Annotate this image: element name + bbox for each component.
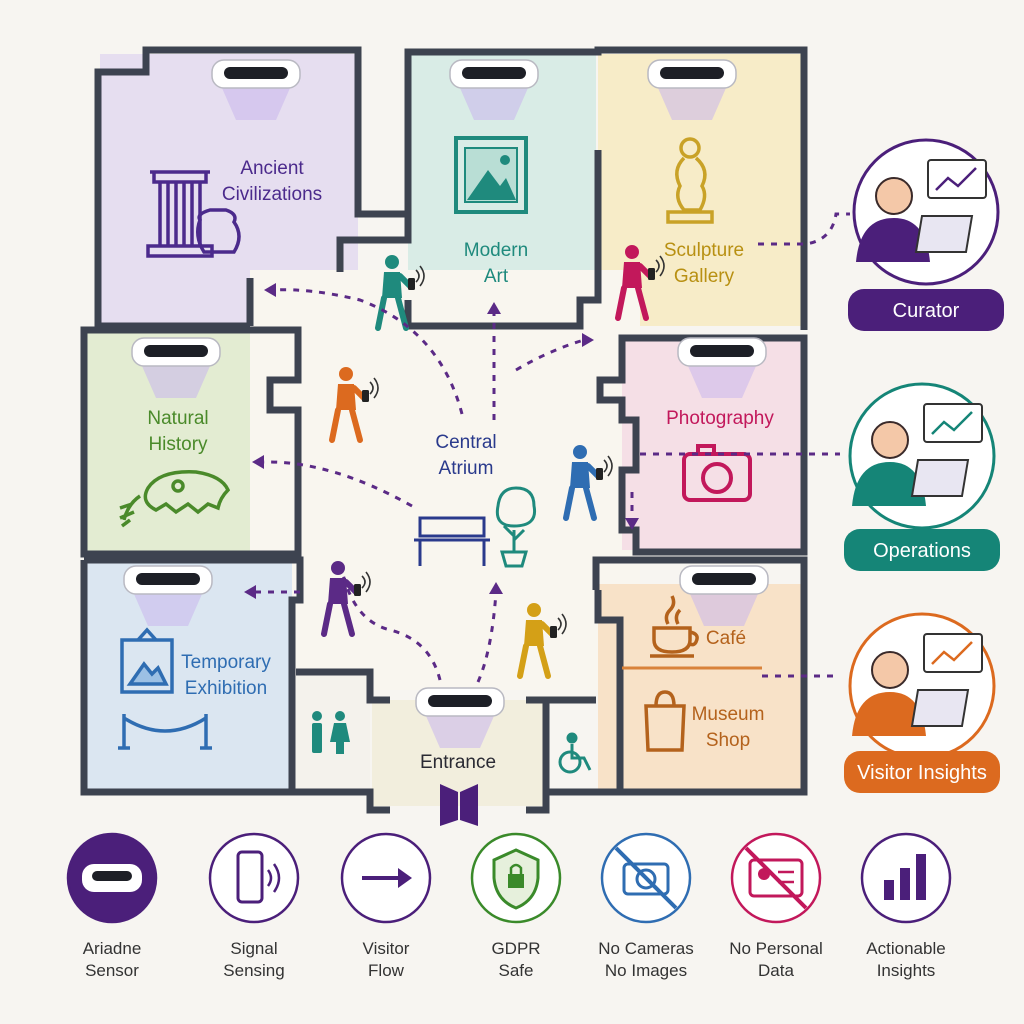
flow-arrowhead: [264, 283, 276, 297]
arrow-right-icon: [340, 832, 432, 924]
ariadne-sensor-icon: [647, 59, 737, 120]
label-photography: Photography: [666, 408, 774, 429]
phone-signal-icon: [208, 832, 300, 924]
operations-avatar: [848, 382, 996, 530]
ariadne-sensor-icon: [679, 565, 769, 626]
curator-badge[interactable]: Curator: [848, 289, 1004, 331]
visitor-flow-paths: [254, 212, 850, 683]
room-cafe-shop: [598, 584, 802, 790]
bench-tree-icon: [414, 516, 490, 566]
restroom-icon: [312, 711, 350, 754]
flow-arrowhead: [252, 455, 264, 469]
sensor-icon: [66, 832, 158, 924]
accessibility-icon: [558, 732, 592, 774]
statue-icon: [666, 137, 714, 224]
visitor-with-phone-icon: [563, 445, 613, 521]
visitor-insights-avatar: [848, 612, 996, 760]
ariadne-sensor-icon: [677, 337, 767, 398]
visitor-insights-badge-label: Visitor Insights: [857, 762, 987, 784]
column-vase-icon: [146, 170, 241, 258]
shopping-bag-icon: [644, 690, 686, 752]
shield-lock-icon: [470, 832, 562, 924]
walls: [80, 46, 808, 814]
arrowheads: [244, 283, 639, 599]
ariadne-sensor-icon: [123, 565, 213, 626]
flow-arrowhead: [625, 518, 639, 530]
no-id-icon: [730, 832, 822, 924]
visitor-insights-badge[interactable]: Visitor Insights: [844, 751, 1000, 793]
dinosaur-skull-icon: [119, 470, 231, 528]
operations-badge-label: Operations: [873, 540, 971, 562]
operations-badge[interactable]: Operations: [844, 529, 1000, 571]
framed-picture-rope-icon: [118, 627, 212, 750]
entrance-door-icon: [440, 784, 478, 826]
coffee-cup-icon: [650, 595, 699, 658]
framed-landscape-icon: [454, 136, 528, 214]
tree-icon: [495, 486, 537, 568]
visitor-with-phone-icon: [517, 603, 567, 679]
label-cafe: Café: [706, 628, 746, 649]
visitor-with-phone-icon: [321, 561, 371, 637]
flow-arrowhead: [489, 582, 503, 594]
flow-arrowhead: [244, 585, 256, 599]
visitor-with-phone-icon: [329, 367, 379, 443]
visitors: [321, 245, 665, 679]
no-camera-icon: [600, 832, 692, 924]
visitor-with-phone-icon: [615, 245, 665, 321]
label-entrance: Entrance: [420, 752, 496, 773]
flow-arrowhead: [487, 302, 501, 314]
flow-arrowhead: [582, 333, 594, 347]
sensors: [123, 59, 769, 748]
ariadne-sensor-icon: [131, 337, 221, 398]
ariadne-sensor-icon: [449, 59, 539, 120]
curator-badge-label: Curator: [893, 300, 960, 322]
curator-avatar: [852, 138, 1000, 286]
bar-chart-icon: [860, 832, 952, 924]
ariadne-sensor-icon: [415, 687, 505, 748]
ariadne-sensor-icon: [211, 59, 301, 120]
